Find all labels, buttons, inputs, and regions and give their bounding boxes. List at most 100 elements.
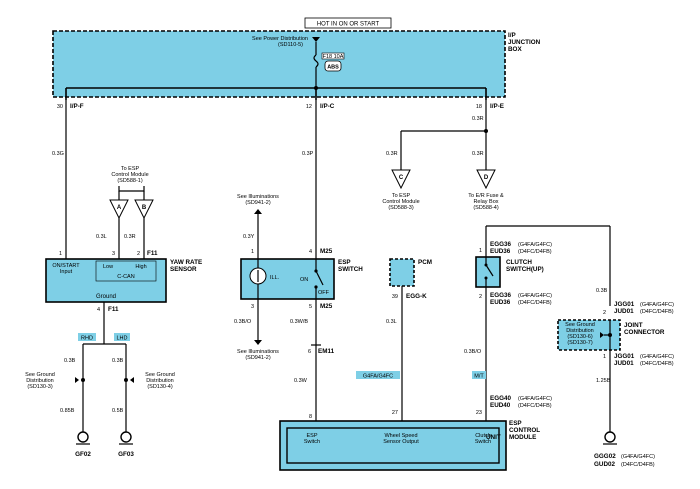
- ref-c-1: To ESP: [392, 193, 411, 199]
- ground-gf03-icon: [120, 431, 132, 443]
- junction-box-title-3: BOX: [508, 46, 522, 53]
- wire-label-125b: 1.25B: [596, 378, 611, 384]
- fuse-label: F18 10A: [323, 54, 344, 60]
- wire-label-03w: 0.3W: [294, 378, 308, 384]
- yaw-on-start-2: Input: [60, 269, 73, 275]
- jb-pin-12: 12: [306, 104, 312, 110]
- pcm-box: [389, 258, 415, 287]
- gnd-ref-right-3: (SD130-4): [147, 384, 173, 390]
- pcm-title: PCM: [418, 259, 432, 266]
- em11-pin: 6: [308, 349, 311, 355]
- clutch-switch: [475, 256, 501, 288]
- joint-ref-1: See Ground: [565, 322, 595, 328]
- esp-ref-1: To ESP: [121, 166, 140, 172]
- ground-gf02: GF02: [75, 451, 91, 458]
- connector-d-icon: [476, 169, 496, 190]
- ref-d-2: Relay Box: [473, 199, 498, 205]
- gnd-ref-right-1: See Ground: [145, 372, 175, 378]
- gnd-ref-left-3: (SD130-3): [27, 384, 53, 390]
- pcm-conn: EGG-K: [406, 293, 427, 300]
- ref-d-1: To E/R Fuse &: [468, 193, 504, 199]
- esp-title-1: ESP: [509, 420, 522, 427]
- joint-arrow-icon: [600, 332, 604, 338]
- esp-sw-1: ESP: [306, 433, 317, 439]
- junction-box-title-1: I/P: [508, 32, 516, 39]
- clutch-top-c1: EGG36: [490, 241, 511, 248]
- illum-top-1: See Illuminations: [237, 194, 279, 200]
- joint-ref-2: Distribution: [566, 328, 594, 334]
- wire-label-085b: 0.85B: [60, 408, 75, 414]
- hot-banner-box: [304, 17, 392, 29]
- jb-conn-ipc: I/P-C: [320, 103, 335, 110]
- power-dist-ref-2: (SD110-5): [278, 42, 303, 48]
- can-label: C-CAN: [117, 274, 134, 280]
- esw-pin-4: 4: [309, 249, 312, 255]
- clutch-esp-v2: (D4FC/D4FB): [518, 403, 552, 409]
- rhd-label: RHD: [81, 336, 93, 342]
- joint-bot-v1: (G4FA/G4FC): [640, 354, 674, 360]
- ref-c-3: (SD588-3): [388, 205, 414, 211]
- wire-label-03l: 0.3L: [96, 234, 107, 240]
- joint-bot-c2: JUD01: [614, 360, 634, 367]
- wire-label-03wb: 0.3W/B: [290, 319, 308, 325]
- switch-off-label: OFF: [318, 290, 330, 296]
- ground-gf03: GF03: [118, 451, 134, 458]
- clutch-title-2: SWITCH(UP): [506, 266, 544, 273]
- rhd-tag: [78, 333, 96, 341]
- joint-pin-1: 1: [603, 354, 606, 360]
- clutch-pin-2: 2: [479, 294, 482, 300]
- ground-ggg02-icon: [604, 431, 616, 443]
- illum-bot-2: (SD941-2): [245, 355, 271, 361]
- pcm-pin: 39: [392, 294, 398, 300]
- esp-ref-2: Control Module: [111, 172, 148, 178]
- gnd-ref-left-2: Distribution: [26, 378, 54, 384]
- switch-on-label: ON: [300, 277, 308, 283]
- splice-dot-lhd: [124, 378, 128, 382]
- esp-unit-label: UNIT: [486, 434, 501, 441]
- yaw-title-2: SENSOR: [170, 266, 197, 273]
- fuse-symbol: ABS: [327, 65, 339, 71]
- joint-top-c2: JUD01: [614, 308, 634, 315]
- esp-sw-2: Switch: [304, 439, 320, 445]
- lhd-tag: [114, 333, 130, 341]
- clutch-title-1: CLUTCH: [506, 259, 532, 266]
- joint-top-v1: (G4FA/G4FC): [640, 302, 674, 308]
- esp-clutch-2: Switch: [475, 439, 491, 445]
- clutch-esp-c2: EUD40: [490, 402, 511, 409]
- can-high: High: [135, 264, 146, 270]
- illum-top-2: (SD941-2): [245, 200, 271, 206]
- gnd-c1: GGG02: [594, 453, 616, 460]
- joint-title-1: JOINT: [624, 322, 643, 329]
- ground-gf02-icon: [77, 431, 89, 443]
- yaw-title-1: YAW RATE: [170, 259, 202, 266]
- wire-label-03r-c: 0.3R: [472, 151, 484, 157]
- connector-b: B: [142, 205, 147, 211]
- arrow-right-icon: [130, 377, 134, 383]
- joint-ref-3: (SD130-6): [567, 334, 593, 340]
- clutch-top-v1: (G4FA/G4FC): [518, 242, 552, 248]
- clutch-esp-c1: EGG40: [490, 395, 511, 402]
- ref-d-3: (SD588-4): [473, 205, 499, 211]
- joint-title-2: CONNECTOR: [624, 329, 665, 336]
- yaw-rate-sensor: [45, 258, 167, 303]
- connector-d: D: [484, 175, 489, 181]
- ref-c-2: Control Module: [382, 199, 419, 205]
- wire-label-03r-b: 0.3R: [386, 151, 398, 157]
- can-box: [95, 260, 157, 282]
- gnd-ref-right-2: Distribution: [146, 378, 174, 384]
- splice-dot-rhd: [81, 378, 85, 382]
- yaw-pin-1: 1: [59, 251, 62, 257]
- clutch-bot-c2: EUD36: [490, 299, 511, 306]
- fuse-symbol-box: [324, 60, 342, 72]
- joint-bot-v2: (D4FC/D4FB): [640, 361, 674, 367]
- em11-conn: EM11: [318, 348, 335, 355]
- yaw-conn-f11: F11: [147, 250, 158, 257]
- yaw-pin-4: 4: [97, 307, 100, 313]
- esp-clutch-1: Clutch: [475, 433, 491, 439]
- fuse-icon: [313, 54, 319, 68]
- gnd-v2: (D4FC/D4FB): [621, 462, 655, 468]
- g4fa-label: G4FA/G4FC: [363, 374, 393, 380]
- power-dist-ref-1: See Power Distribution: [252, 36, 308, 42]
- esw-pin-3: 3: [251, 304, 254, 310]
